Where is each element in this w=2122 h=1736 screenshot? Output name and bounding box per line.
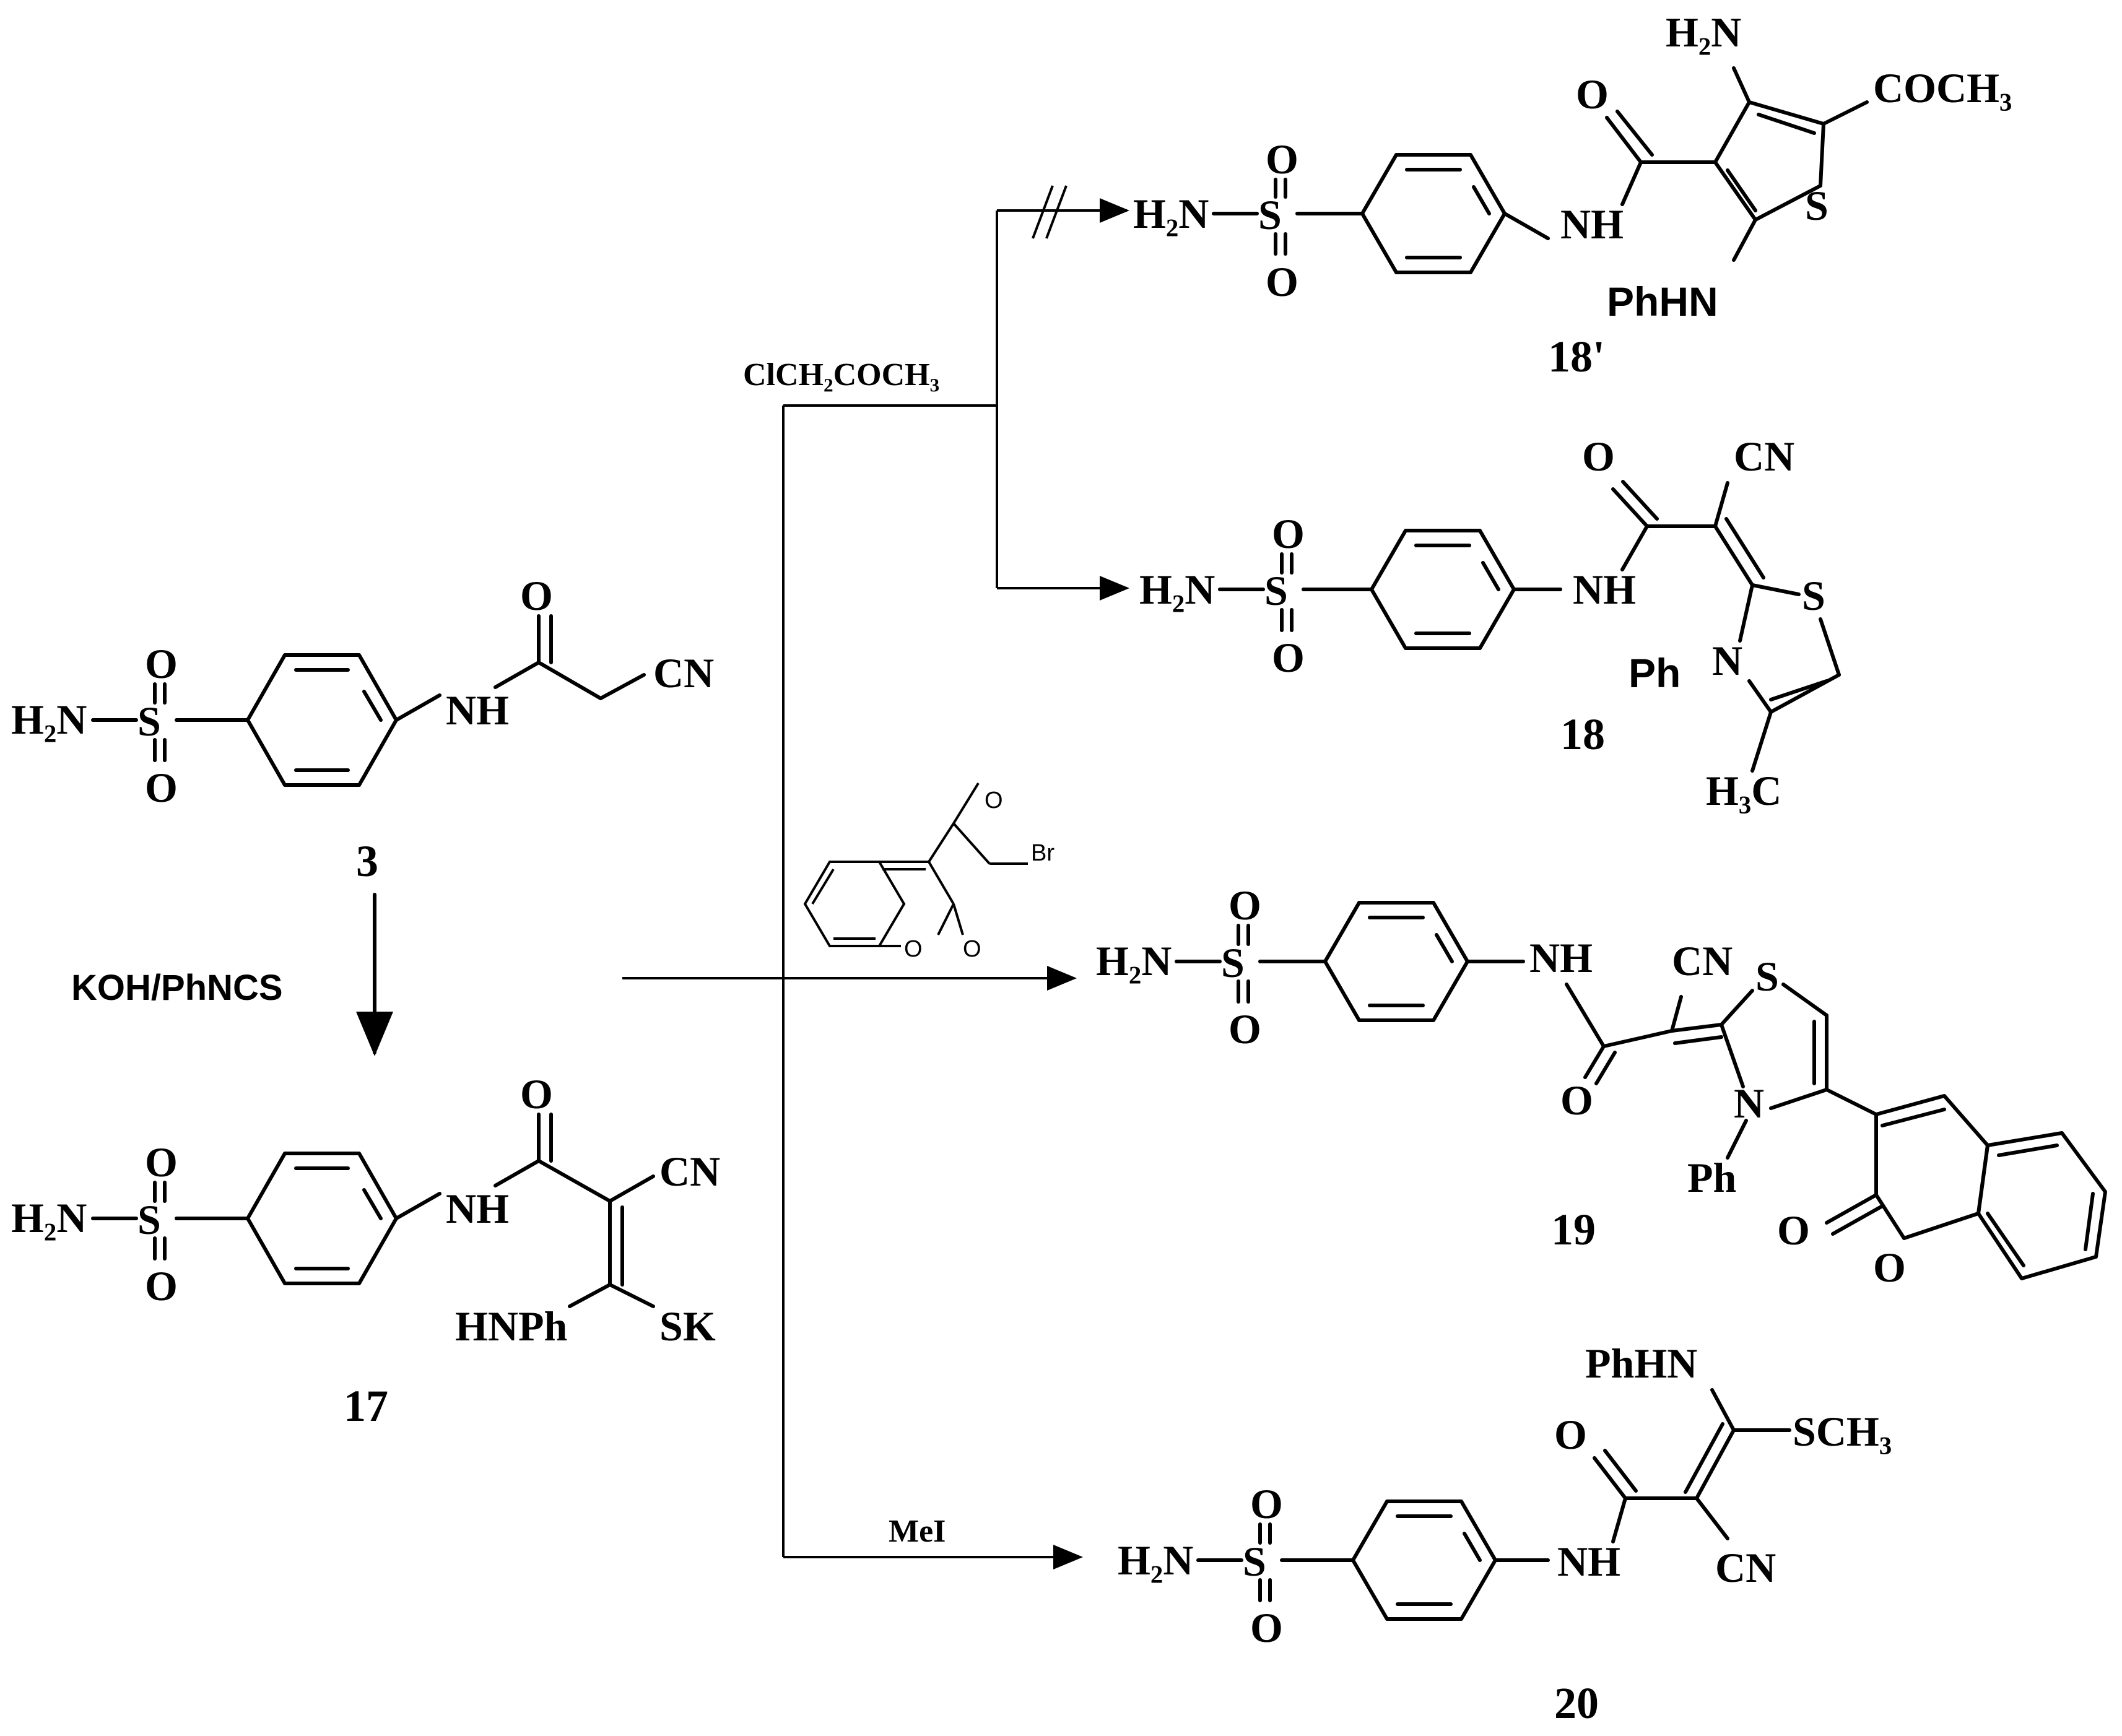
oxygen-label: O [1272,510,1305,557]
compound-18prime: H₂N S O O NH O H₂N COCH₃ S PhHN 18' [1133,9,2012,381]
sulfur-label: S [1264,567,1288,614]
n-label: N [1734,1080,1764,1127]
cn-label: CN [1734,433,1794,480]
h2n-label: H₂N [1118,1537,1193,1584]
oxygen-label: O [1272,634,1305,681]
carbonyl-oxygen: O [963,936,981,962]
thiomethyl-label: SCH₃ [1793,1408,1892,1455]
h2n-label: H₂N [1133,190,1209,237]
phhn-label: PhHN [1585,1340,1697,1387]
ph-label: Ph [1687,1154,1736,1201]
compound-18: H₂N S O O NH O CN S N Ph H₃C [1139,433,1841,814]
compound-number: 3 [356,836,378,886]
oxygen-label: O [145,764,178,811]
acetyl-label: COCH₃ [1873,64,2012,111]
nh-label: NH [1557,1538,1620,1585]
h2n-label: H₂N [1139,566,1215,613]
amino-label: H₂N [1666,9,1741,56]
ph-label: Ph [1628,650,1681,696]
h2n-label: H₂N [11,696,87,743]
n-label: N [1712,637,1742,684]
oxygen-label: O [1582,433,1615,480]
sk-label: SK [659,1303,716,1350]
oxygen-label: O [1266,136,1298,183]
oxygen-label: O [520,572,553,619]
compound-number: 18 [1560,710,1605,759]
sulfur-label: S [137,698,161,745]
oxygen-label: O [1228,882,1261,929]
sulfur-label: S [137,1196,161,1243]
reagent-koh-phncs: KOH/PhNCS [71,968,283,1008]
oxygen-label: O [145,1139,178,1186]
oxygen-label: O [1228,1005,1261,1052]
oxygen-label: O [1266,258,1298,305]
oxygen-label: O [1560,1077,1593,1124]
cn-label: CN [1715,1544,1776,1591]
cn-label: CN [659,1148,720,1195]
phhn-label: PhHN [1607,279,1718,324]
oxygen-label: O [1576,71,1609,118]
oxygen-label: O [1554,1411,1587,1458]
hnph-label: HNPh [455,1303,567,1350]
reagent-bromoacetylcoumarin: O O O Br [803,782,1054,962]
compound-19: H₂N S O O NH O CN S N Ph [1096,882,2107,1291]
nh-label: NH [1560,201,1624,248]
cn-label: CN [653,649,714,697]
nh-label: NH [1529,934,1593,981]
ring-sulfur: S [1755,953,1779,1000]
sulfur-label: S [1243,1538,1266,1585]
compound-number: 17 [344,1381,388,1431]
oxygen-label: O [145,1262,178,1309]
oxygen-label: O [520,1070,553,1118]
ring-oxygen: O [904,936,923,962]
compound-number: 19 [1551,1205,1596,1254]
reagent-chloroacetone: ClCH₂COCH₃ [743,357,939,393]
oxygen-label: O [1250,1604,1283,1651]
compound-number: 20 [1554,1678,1599,1728]
oxygen-label: O [1250,1480,1283,1527]
oxygen-label: O [145,640,178,687]
h2n-label: H₂N [11,1194,87,1241]
sulfur-label: S [1221,939,1245,986]
compound-3: H₂N S O O NH O CN 3 [11,572,714,886]
nh-label: NH [446,687,509,734]
nh-label: NH [1573,566,1636,613]
keto-oxygen: O [985,788,1003,814]
bromine-label: Br [1031,840,1054,866]
reaction-arrows: ClCH₂COCH₃ MeI [622,185,1129,1569]
sulfur-label: S [1258,191,1282,238]
compound-20: H₂N S O O NH O CN PhHN SCH₃ 20 [1118,1340,1892,1728]
ring-sulfur: S [1802,572,1825,619]
carbonyl-oxygen: O [1777,1207,1810,1254]
h2n-label: H₂N [1096,937,1172,984]
ring-sulfur: S [1805,182,1828,229]
compound-17: H₂N S O O NH O CN HNPh SK 17 [11,1070,720,1431]
reagent-mei: MeI [889,1514,946,1549]
ring-oxygen: O [1873,1244,1906,1291]
nh-label: NH [446,1185,509,1232]
methyl-label: H₃C [1706,767,1781,814]
cn-label: CN [1672,937,1733,984]
compound-number: 18' [1548,332,1605,381]
